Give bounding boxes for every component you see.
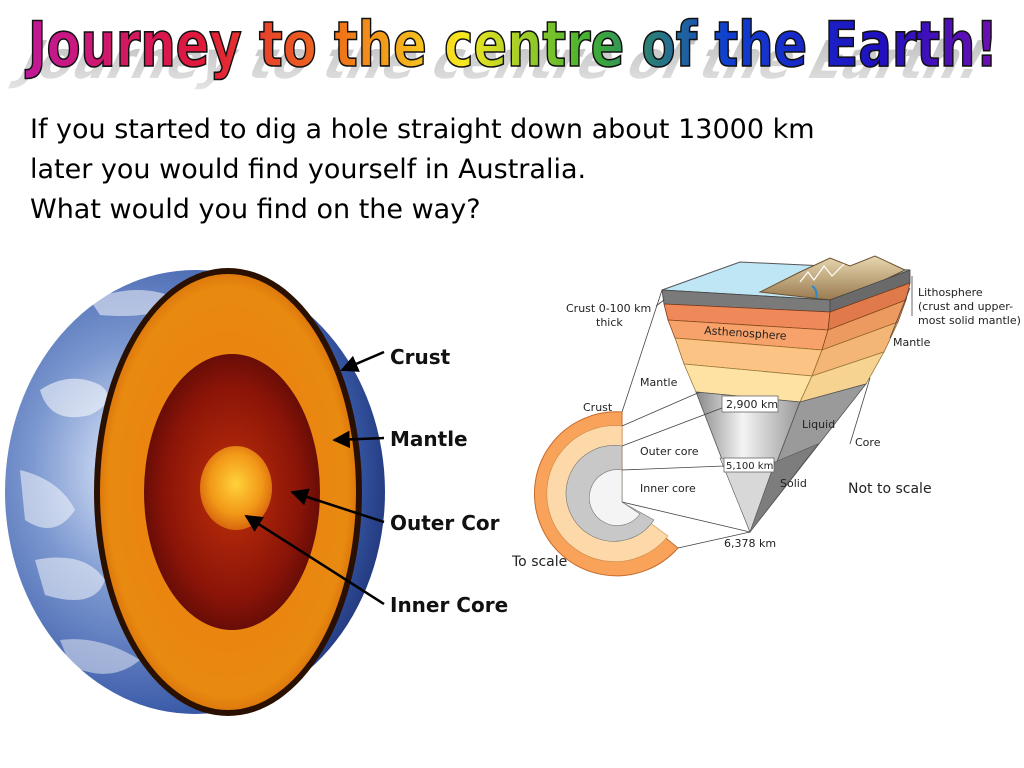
connector-lines bbox=[621, 276, 913, 549]
lithosphere-label-2: (crust and upper- bbox=[918, 300, 1013, 313]
to-scale-section bbox=[533, 411, 679, 577]
earth-layers-diagram: Crust 0-100 km thick Lithosphere (crust … bbox=[511, 255, 1021, 577]
inner-core-layer bbox=[200, 446, 272, 530]
depth-5100-label: 5,100 km bbox=[726, 461, 773, 472]
crust-thickness-label-2: thick bbox=[596, 316, 623, 329]
intro-line-1: If you started to dig a hole straight do… bbox=[30, 114, 815, 145]
title-text: Journey to the centre of the Earth! bbox=[24, 8, 998, 81]
slide-title: Journey to the centre of the Earth! Jour… bbox=[6, 7, 999, 91]
outer-core-arrow bbox=[290, 488, 385, 524]
crust-label: Crust bbox=[390, 345, 451, 369]
solid-label: Solid bbox=[780, 477, 807, 490]
crust-left-label: Crust bbox=[583, 401, 613, 414]
earth-cutaway-diagram: Crust Mantle Outer Cor Inner Core bbox=[5, 268, 508, 716]
crust-arrow bbox=[340, 350, 385, 372]
lithosphere-label-3: most solid mantle) bbox=[918, 314, 1021, 327]
mantle-arrow bbox=[332, 430, 385, 449]
asthenosphere-label: Asthenosphere bbox=[704, 324, 787, 343]
depth-5100-box bbox=[723, 457, 775, 473]
inner-core-label: Inner Core bbox=[390, 593, 508, 617]
depth-2900-label: 2,900 km bbox=[726, 398, 778, 411]
intro-line-2: later you would find yourself in Austral… bbox=[30, 154, 587, 185]
inner-core-arrow bbox=[244, 514, 385, 606]
crust-thickness-label-1: Crust 0-100 km bbox=[566, 302, 651, 315]
cutaway bbox=[94, 268, 362, 716]
outer-core-small-label: Outer core bbox=[640, 445, 699, 458]
surface-block bbox=[661, 255, 911, 301]
intro-line-3: What would you find on the way? bbox=[30, 194, 481, 225]
liquid-label: Liquid bbox=[802, 418, 835, 431]
inner-core-small-label: Inner core bbox=[640, 482, 696, 495]
title-shadow: Journey to the centre of the Earth! bbox=[6, 30, 998, 91]
core-label: Core bbox=[855, 436, 881, 449]
to-scale-label: To scale bbox=[511, 554, 567, 570]
mantle-left-label: Mantle bbox=[640, 376, 678, 389]
not-to-scale-label: Not to scale bbox=[848, 481, 932, 497]
lithosphere-label-1: Lithosphere bbox=[918, 286, 983, 299]
mantle-right-label: Mantle bbox=[893, 336, 931, 349]
outer-core-label: Outer Cor bbox=[390, 511, 500, 535]
layer-bands bbox=[661, 269, 911, 534]
depth-2900-box bbox=[721, 395, 779, 413]
mantle-label: Mantle bbox=[390, 427, 468, 451]
intro-text: If you started to dig a hole straight do… bbox=[30, 110, 950, 230]
depth-6378-label: 6,378 km bbox=[724, 537, 776, 550]
